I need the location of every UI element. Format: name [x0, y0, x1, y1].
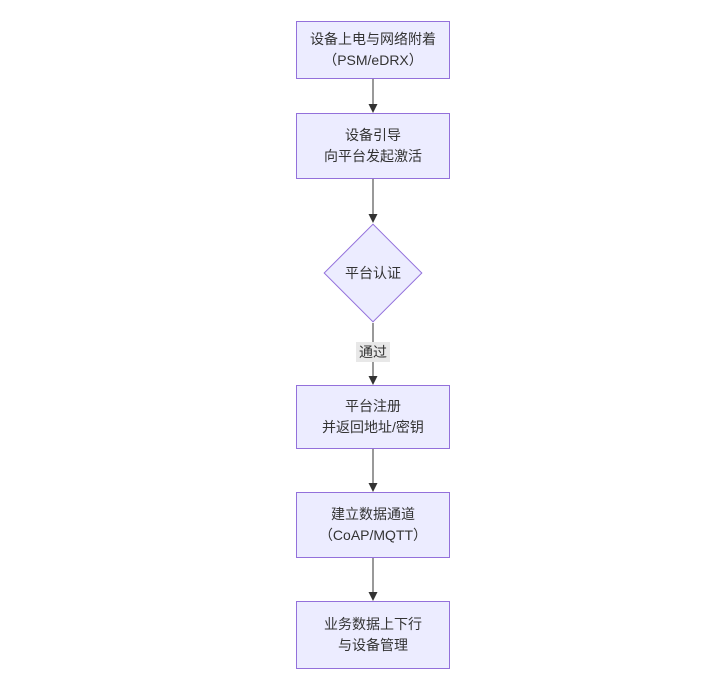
- node-platform-auth-decision: 平台认证: [323, 223, 423, 323]
- node-text-line: 平台注册: [345, 398, 401, 414]
- node-text-line: （PSM/eDRX）: [323, 52, 423, 68]
- node-text-line: 业务数据上下行: [324, 616, 422, 632]
- node-platform-register: 平台注册 并返回地址/密钥: [296, 385, 450, 449]
- node-text-line: 平台认证: [345, 265, 401, 281]
- node-text-line: 与设备管理: [338, 637, 408, 653]
- edge-label-pass: 通过: [356, 342, 390, 362]
- node-text-line: 向平台发起激活: [324, 148, 422, 164]
- node-device-bootstrap: 设备引导 向平台发起激活: [296, 113, 450, 179]
- node-data-channel: 建立数据通道 （CoAP/MQTT）: [296, 492, 450, 558]
- node-text-line: 并返回地址/密钥: [322, 419, 424, 435]
- node-text-line: 设备上电与网络附着: [310, 31, 436, 47]
- node-business-data: 业务数据上下行 与设备管理: [296, 601, 450, 669]
- node-text-line: 建立数据通道: [331, 506, 415, 522]
- node-text-line: 设备引导: [345, 127, 401, 143]
- node-power-network-attach: 设备上电与网络附着 （PSM/eDRX）: [296, 21, 450, 79]
- node-text-line: （CoAP/MQTT）: [318, 527, 428, 543]
